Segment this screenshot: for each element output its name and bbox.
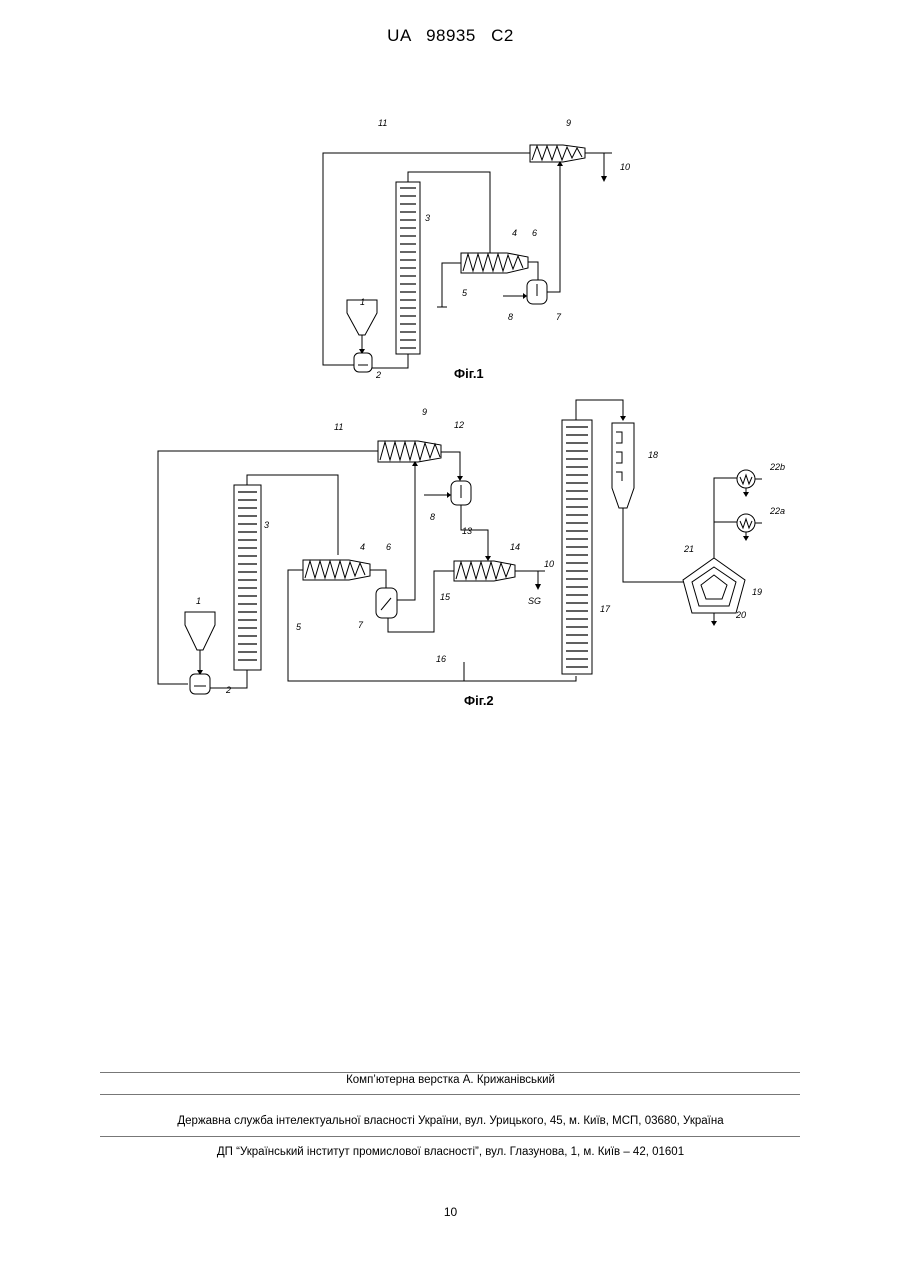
fig2-mixer-2 — [190, 674, 210, 694]
fig2-cyclone-18 — [612, 423, 634, 508]
fig2-label-8: 8 — [430, 512, 435, 522]
fig1-label-9: 9 — [566, 118, 571, 128]
fig2-column-3 — [234, 485, 261, 670]
fig2-label-2: 2 — [225, 685, 231, 695]
fig2-label-11: 11 — [334, 422, 343, 432]
fig2-screw-14 — [454, 561, 515, 581]
fig2-label-13: 13 — [462, 526, 472, 536]
figure-2: 11 9 12 8 13 14 10 SG 3 4 6 15 5 7 1 2 1… — [158, 400, 785, 708]
fig1-label-8: 8 — [508, 312, 513, 322]
footer-institute: ДП “Український інститут промислової вла… — [0, 1146, 901, 1158]
fig1-vessel-7 — [527, 280, 547, 304]
fig2-label-21: 21 — [683, 544, 694, 554]
fig1-label-4: 4 — [512, 228, 517, 238]
fig1-mixer-2 — [354, 353, 372, 372]
fig2-label-sg: SG — [528, 596, 541, 606]
fig1-label-5: 5 — [462, 288, 468, 298]
fig2-hopper-1 — [185, 612, 215, 675]
fig2-label-20: 20 — [735, 610, 746, 620]
fig2-vessel-13 — [451, 481, 471, 505]
fig2-label-22b: 22b — [769, 462, 785, 472]
fig2-label-6: 6 — [386, 542, 391, 552]
footer-rule-middle — [100, 1094, 800, 1095]
fig2-screw-4 — [303, 560, 370, 580]
fig2-label-17: 17 — [600, 604, 611, 614]
footer-typesetter: Комп’ютерна верстка А. Крижанівський — [0, 1074, 901, 1086]
fig2-heat-exchanger-22a — [737, 514, 762, 541]
fig2-label-15: 15 — [440, 592, 451, 602]
fig1-label-11: 11 — [378, 118, 387, 128]
footer-agency: Державна служба інтелектуальної власност… — [0, 1115, 901, 1127]
fig1-screw-4 — [461, 253, 528, 273]
fig1-label-10: 10 — [620, 162, 630, 172]
fig2-label-18: 18 — [648, 450, 658, 460]
fig2-label-1: 1 — [196, 596, 201, 606]
fig2-label-12: 12 — [454, 420, 464, 430]
figure-1: 11 9 10 3 4 6 5 1 8 7 2 Фіг.1 — [323, 118, 630, 381]
fig1-label-7: 7 — [556, 312, 562, 322]
fig2-caption: Фіг.2 — [464, 693, 494, 708]
fig2-label-5: 5 — [296, 622, 302, 632]
fig1-screw-9 — [530, 145, 585, 162]
fig2-label-3: 3 — [264, 520, 269, 530]
fig2-separator-19 — [683, 558, 745, 613]
fig1-caption: Фіг.1 — [454, 366, 484, 381]
fig1-line-5 — [442, 263, 461, 307]
fig1-label-1: 1 — [360, 297, 365, 307]
fig2-vessel-7 — [376, 588, 397, 618]
fig2-line-5 — [288, 570, 576, 681]
fig1-label-3: 3 — [425, 213, 430, 223]
fig2-label-19: 19 — [752, 587, 762, 597]
fig2-label-4: 4 — [360, 542, 365, 552]
fig2-heat-exchanger-22b — [737, 470, 762, 497]
fig2-label-7: 7 — [358, 620, 364, 630]
fig2-label-14: 14 — [510, 542, 520, 552]
fig2-label-16: 16 — [436, 654, 446, 664]
fig2-label-9: 9 — [422, 407, 427, 417]
fig1-hopper-1 — [347, 300, 377, 354]
footer-rule-bottom — [100, 1136, 800, 1137]
page-number: 10 — [0, 1205, 901, 1219]
fig2-label-22a: 22a — [769, 506, 785, 516]
fig2-screw-9 — [378, 441, 441, 462]
fig1-column-3 — [396, 182, 420, 354]
footer-rule-top — [100, 1072, 800, 1073]
fig1-label-6: 6 — [532, 228, 537, 238]
fig2-label-10: 10 — [544, 559, 554, 569]
fig1-label-2: 2 — [375, 370, 381, 380]
fig2-column-17 — [562, 420, 592, 674]
